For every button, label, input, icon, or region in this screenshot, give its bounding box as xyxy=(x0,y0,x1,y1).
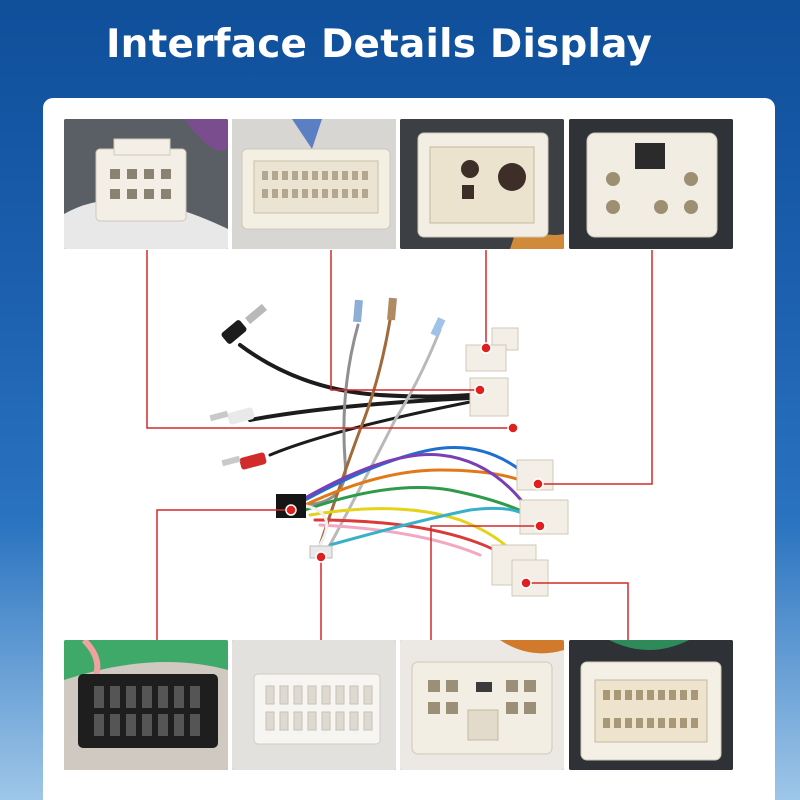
wire-end-terminals xyxy=(353,297,446,337)
photo-connector-antenna xyxy=(400,119,564,249)
callout-lines xyxy=(146,250,653,640)
photo-connector-8-pin xyxy=(64,119,228,249)
antenna-plug-icon xyxy=(221,303,267,344)
harness-wires xyxy=(238,318,532,562)
white-10-pin-plug-icon xyxy=(400,640,564,770)
white-20-pin-socket-icon xyxy=(232,640,396,770)
white-6-pin-plug-icon xyxy=(569,119,733,249)
white-20-pin-plug-icon xyxy=(569,640,733,770)
photo-connector-6-pin xyxy=(569,119,733,249)
white-round-socket-plug-icon xyxy=(400,119,564,249)
photo-connector-10-pin xyxy=(400,640,564,770)
photo-connector-20-pin xyxy=(232,640,396,770)
page-title: Interface Details Display xyxy=(105,22,653,67)
white-24-pin-plug-icon xyxy=(232,119,396,249)
black-16-pin-plug-icon xyxy=(64,640,228,770)
rca-plugs-icon xyxy=(209,407,267,470)
photo-connector-20-pin-alt xyxy=(569,640,733,770)
white-8-pin-plug-icon xyxy=(64,119,228,249)
photo-connector-16-pin-black xyxy=(64,640,228,770)
callout-dots xyxy=(285,342,546,589)
photo-connector-24-pin xyxy=(232,119,396,249)
